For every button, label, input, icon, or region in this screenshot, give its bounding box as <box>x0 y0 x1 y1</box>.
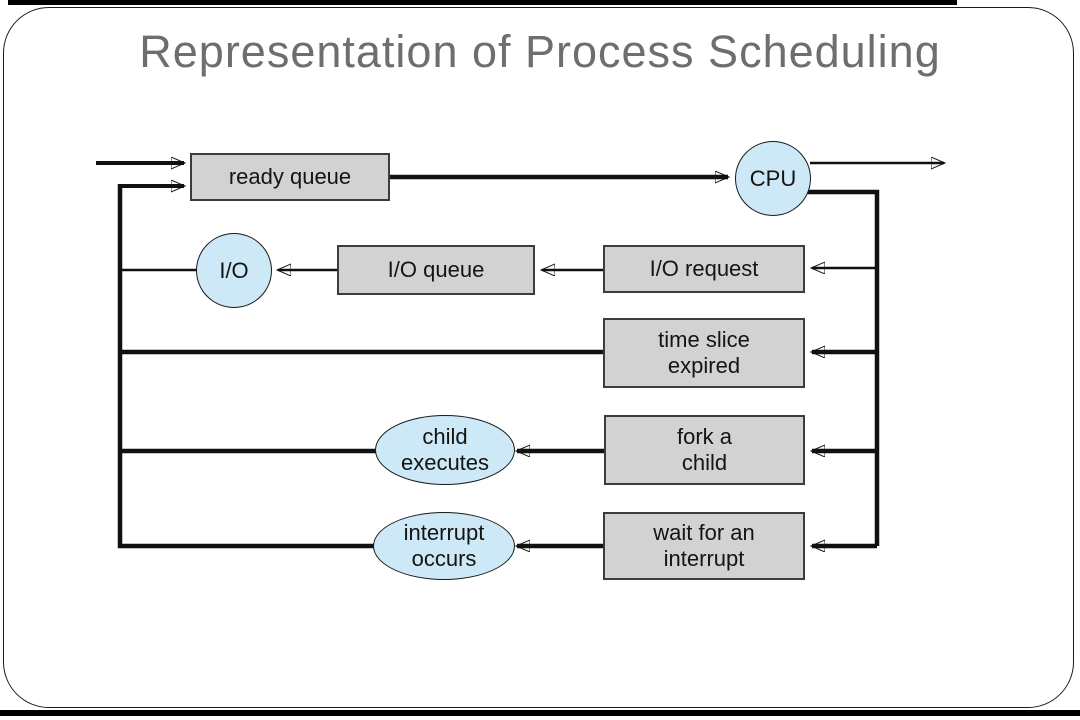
node-io-queue: I/O queue <box>337 245 535 295</box>
node-io-request: I/O request <box>603 245 805 293</box>
node-fork-a-child: fork a child <box>604 415 805 485</box>
node-time-slice-expired-label: time slice expired <box>658 327 750 378</box>
node-interrupt-occurs: interrupt occurs <box>373 512 515 580</box>
edge-cpu-to-feedback-right <box>801 189 880 546</box>
slide-title: Representation of Process Scheduling <box>139 26 941 77</box>
node-io-queue-label: I/O queue <box>387 257 485 283</box>
top-edge-bar <box>8 0 957 5</box>
node-ready-queue-label: ready queue <box>228 164 352 190</box>
node-ready-queue: ready queue <box>190 153 390 201</box>
node-fork-a-child-label: fork a child <box>676 424 733 475</box>
node-child-executes-label: child executes <box>400 424 490 475</box>
slide-border <box>3 7 1074 708</box>
node-io-label: I/O <box>219 257 249 283</box>
node-cpu-label: CPU <box>749 165 797 191</box>
node-time-slice-expired: time slice expired <box>603 318 805 388</box>
node-interrupt-occurs-label: interrupt occurs <box>403 520 485 571</box>
node-cpu: CPU <box>735 141 811 216</box>
node-io-request-label: I/O request <box>649 256 759 282</box>
bottom-edge-bar <box>0 710 1080 716</box>
node-wait-for-interrupt-label: wait for an interrupt <box>653 520 755 571</box>
node-child-executes: child executes <box>375 415 515 485</box>
node-wait-for-interrupt: wait for an interrupt <box>603 512 805 580</box>
node-io: I/O <box>196 233 272 308</box>
